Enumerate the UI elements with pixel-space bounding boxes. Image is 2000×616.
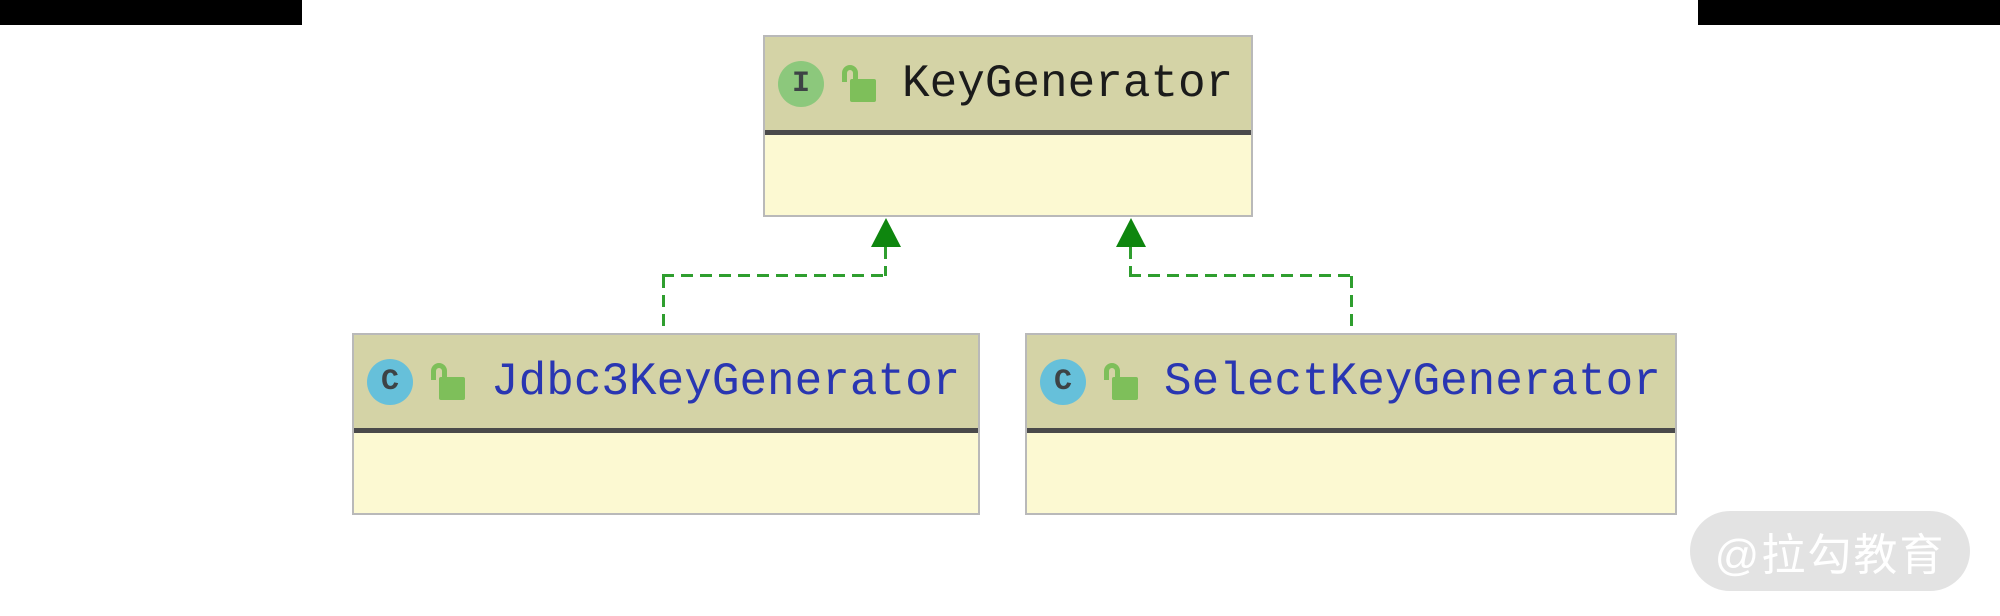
top-left-black-bar [0, 0, 302, 25]
implements-connector-left-segment [662, 276, 665, 333]
interface-icon-letter: I [791, 66, 810, 101]
node-separator [765, 130, 1251, 135]
node-title: SelectKeyGenerator [1164, 355, 1661, 408]
unlock-icon-body [850, 79, 876, 102]
implements-connector-left-segment [662, 274, 886, 277]
unlock-icon [842, 65, 876, 102]
implements-connector-left-segment [884, 247, 887, 276]
watermark-text: @拉勾教育 [1714, 531, 1946, 580]
watermark-badge: @拉勾教育 [1690, 511, 1970, 591]
uml-node-keygenerator[interactable]: I KeyGenerator [763, 35, 1253, 217]
unlock-icon-body [439, 377, 465, 400]
node-separator [354, 428, 978, 433]
class-icon-letter: C [380, 364, 399, 399]
node-title: Jdbc3KeyGenerator [491, 355, 961, 408]
class-icon-letter: C [1053, 364, 1072, 399]
implements-arrowhead-left [871, 218, 901, 247]
unlock-icon [1104, 363, 1138, 400]
top-right-black-bar [1698, 0, 2000, 25]
uml-node-jdbc3keygenerator[interactable]: C Jdbc3KeyGenerator [352, 333, 980, 515]
implements-connector-right-segment [1350, 276, 1353, 333]
interface-icon: I [778, 60, 824, 107]
implements-connector-right-segment [1129, 247, 1132, 276]
unlock-icon [431, 363, 465, 400]
implements-connector-right-segment [1129, 274, 1353, 277]
node-title: KeyGenerator [902, 57, 1234, 110]
node-header: I KeyGenerator [765, 37, 1251, 130]
unlock-icon-shackle [842, 65, 858, 82]
unlock-icon-body [1112, 377, 1138, 400]
node-members-compartment [1027, 433, 1675, 513]
node-separator [1027, 428, 1675, 433]
node-members-compartment [765, 135, 1251, 215]
class-icon: C [367, 358, 413, 405]
implements-arrowhead-right [1116, 218, 1146, 247]
unlock-icon-shackle [431, 363, 447, 380]
unlock-icon-shackle [1104, 363, 1120, 380]
class-icon: C [1040, 358, 1086, 405]
uml-node-selectkeygenerator[interactable]: C SelectKeyGenerator [1025, 333, 1677, 515]
node-members-compartment [354, 433, 978, 513]
node-header: C Jdbc3KeyGenerator [354, 335, 978, 428]
node-header: C SelectKeyGenerator [1027, 335, 1675, 428]
